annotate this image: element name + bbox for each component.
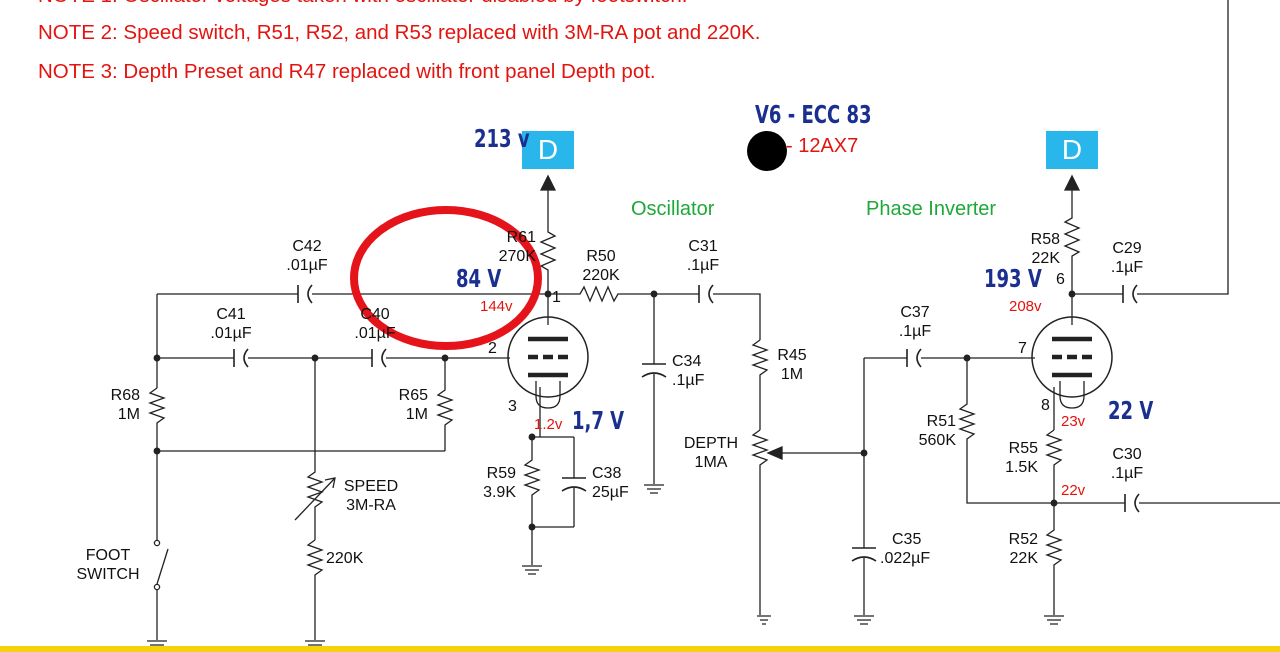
voltage-osc-plate-measured: 144v xyxy=(480,298,513,315)
label-c31: C31.1µF xyxy=(686,238,720,274)
tube-type: - 12AX7 xyxy=(786,135,859,157)
pin-8: 8 xyxy=(1041,397,1050,414)
section-phase-inverter: Phase Inverter xyxy=(866,198,997,220)
note-2: NOTE 2: Speed switch, R51, R52, and R53 … xyxy=(38,21,761,44)
voltage-pi-plate-measured: 208v xyxy=(1009,298,1042,315)
pin-2: 2 xyxy=(488,340,497,357)
label-c35: C35.022µF xyxy=(880,531,931,567)
supply-d-phase-inverter: D xyxy=(1046,131,1098,169)
voltage-osc-cathode-measured: 1.2v xyxy=(534,416,563,433)
supply-d-oscillator: D xyxy=(522,131,574,169)
voltage-pi-cathode-measured: 23v xyxy=(1061,413,1086,430)
label-c42: C42.01µF xyxy=(286,238,328,274)
pin-1: 1 xyxy=(552,289,561,306)
label-c37: C37.1µF xyxy=(898,304,932,340)
voltage-pi-cathode: 22 V xyxy=(1108,396,1154,425)
pin-6: 6 xyxy=(1056,271,1065,288)
pin-7: 7 xyxy=(1018,340,1027,357)
label-c30: C30.1µF xyxy=(1110,446,1144,482)
tube-name: V6 - ECC 83 xyxy=(755,100,872,129)
label-c40: C40.01µF xyxy=(354,306,396,342)
label-r-speed: 220K xyxy=(326,550,364,567)
voltage-pi-node-measured: 22v xyxy=(1061,482,1086,499)
highlight-circle xyxy=(350,206,542,350)
voltage-pi-plate: 193 V xyxy=(984,264,1042,293)
bottom-accent-bar xyxy=(0,646,1280,652)
voltage-osc-supply: 213 v xyxy=(474,124,530,153)
note-1: NOTE 1: Oscillator voltages taken with o… xyxy=(38,0,687,8)
voltage-osc-cathode: 1,7 V xyxy=(572,406,625,435)
note-3: NOTE 3: Depth Preset and R47 replaced wi… xyxy=(38,60,656,83)
pin-3: 3 xyxy=(508,398,517,415)
section-oscillator: Oscillator xyxy=(631,198,715,220)
label-c29: C29.1µF xyxy=(1110,240,1144,276)
label-c34: C34.1µF xyxy=(672,353,705,389)
label-c41: C41.01µF xyxy=(210,306,252,342)
voltage-osc-plate: 84 V xyxy=(456,264,502,293)
